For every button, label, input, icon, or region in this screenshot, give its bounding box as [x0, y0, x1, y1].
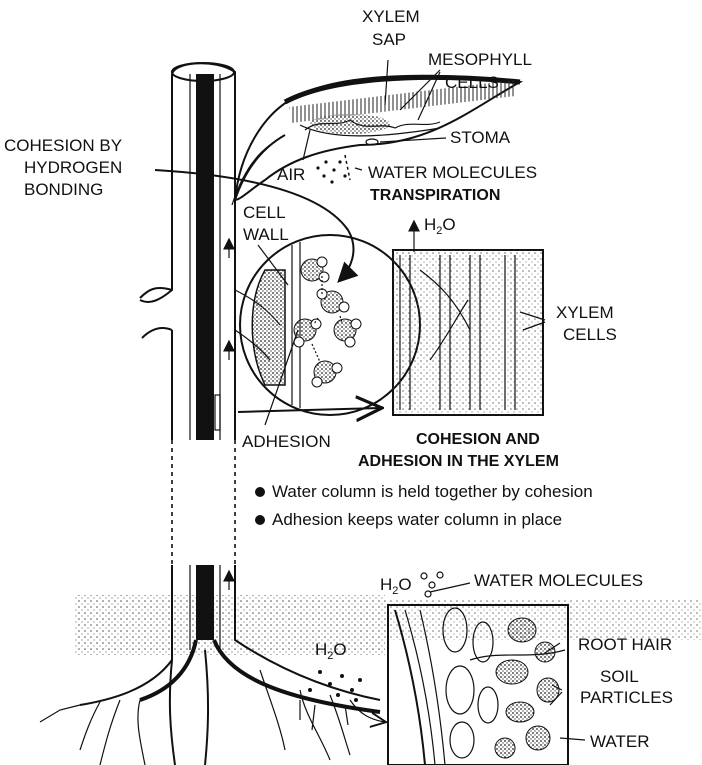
- label-root-hair: ROOT HAIR: [578, 635, 672, 654]
- label-xylem-cells-line2: CELLS: [563, 325, 617, 344]
- h2o-root-dots: [421, 572, 443, 597]
- bullet-dot-1: [255, 487, 265, 497]
- label-cell-wall-line2: WALL: [243, 225, 289, 244]
- label-soil-line1: SOIL: [600, 667, 639, 686]
- stem-dashed-gap: [172, 440, 235, 565]
- stem-upper: [140, 63, 280, 440]
- label-xylem-sap-line2: SAP: [372, 30, 406, 49]
- label-cohesion-line1: COHESION BY: [4, 136, 122, 155]
- label-stoma: STOMA: [450, 128, 511, 147]
- label-h2o-xylem: H2O: [424, 215, 456, 237]
- label-adhesion: ADHESION: [242, 432, 331, 451]
- label-transpiration: TRANSPIRATION: [370, 187, 500, 204]
- bullet-text-adhesion: Adhesion keeps water column in place: [272, 510, 562, 529]
- label-water-molecules-leaf: WATER MOLECULES: [368, 163, 537, 182]
- label-mesophyll-line2: CELLS: [445, 73, 499, 92]
- section-title-line1: COHESION AND: [416, 431, 540, 448]
- label-air: AIR: [277, 165, 305, 184]
- label-xylem-cells-line1: XYLEM: [556, 303, 614, 322]
- label-cohesion-line3: BONDING: [24, 180, 103, 199]
- label-mesophyll-line1: MESOPHYLL: [428, 50, 532, 69]
- bullet-dot-2: [255, 515, 265, 525]
- section-title-line2: ADHESION IN THE XYLEM: [358, 453, 559, 470]
- bullet-text-cohesion: Water column is held together by cohesio…: [272, 482, 593, 501]
- label-water: WATER: [590, 732, 650, 751]
- label-cell-wall-line1: CELL: [243, 203, 286, 222]
- label-h2o-root: H2O: [380, 575, 412, 597]
- soil-water-dots: [308, 670, 362, 702]
- xylem-cells-box: [393, 250, 543, 415]
- label-soil-line2: PARTICLES: [580, 688, 673, 707]
- water-molecules-in-circle: [294, 257, 361, 387]
- label-cohesion-line2: HYDROGEN: [24, 158, 122, 177]
- label-water-molecules-root: WATER MOLECULES: [474, 571, 643, 590]
- label-xylem-sap-line1: XYLEM: [362, 7, 420, 26]
- water-molecule-dots-leaf: [316, 155, 362, 184]
